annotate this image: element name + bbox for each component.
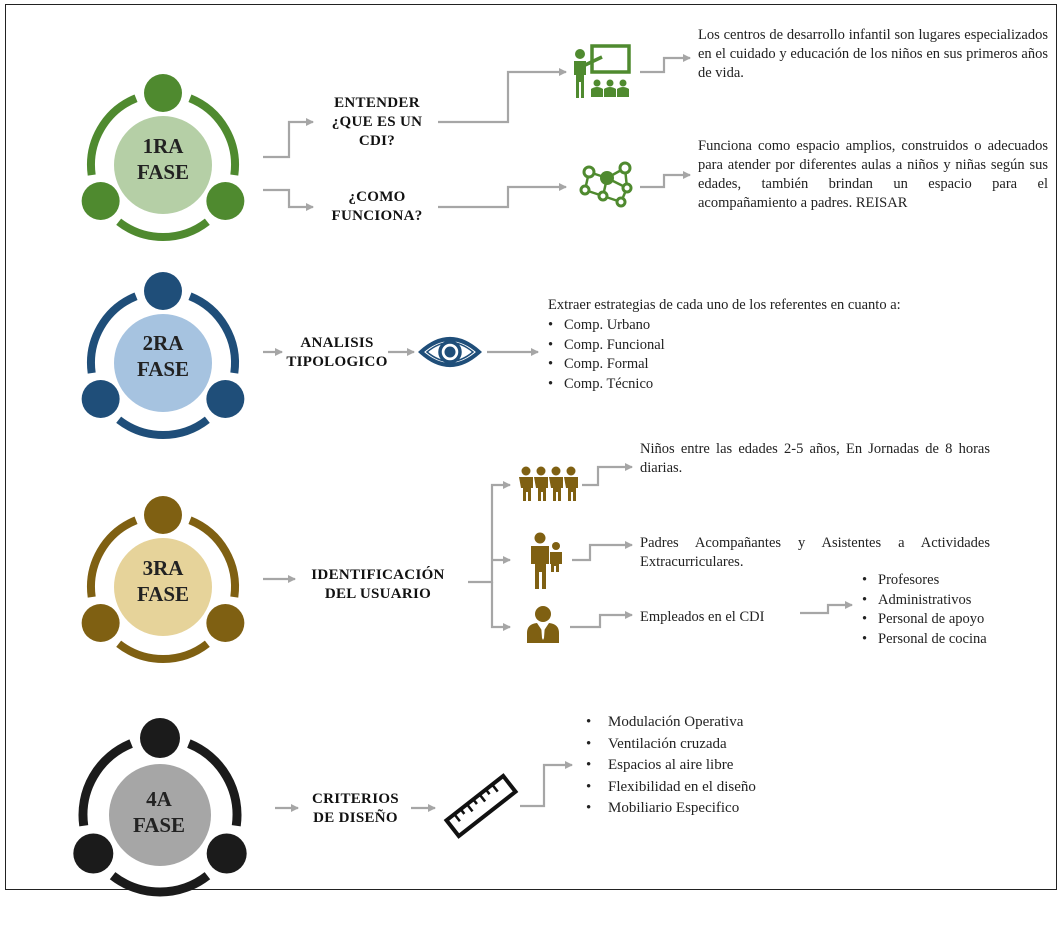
- phase4-title: 4A FASE: [132, 787, 186, 837]
- badge-arc: [78, 739, 133, 827]
- eye-icon: [418, 337, 482, 367]
- badge-node: [206, 833, 247, 874]
- employee-icon: [527, 606, 559, 643]
- arrow-p1-icon1: [438, 68, 567, 124]
- phase3-step-label: IDENTIFICACIÓN DEL USUARIO: [311, 567, 445, 602]
- list-item: Personal de cocina: [862, 630, 987, 650]
- list-item: Comp. Urbano: [548, 316, 665, 336]
- arrow-p4-list: [520, 761, 573, 808]
- list-item: Profesores: [862, 571, 987, 591]
- children-group-icon: [519, 466, 578, 501]
- phase2-intro: Extraer estrategias de cada uno de los r…: [548, 297, 901, 313]
- badge-node: [81, 182, 120, 220]
- list-item: Espacios al aire libre: [586, 755, 756, 777]
- arrow-p3-desc3: [570, 611, 633, 629]
- badge-node: [144, 272, 182, 310]
- phase1-step2-label: ¿COMO FUNCIONA?: [331, 189, 423, 224]
- phase4-step-label: CRITERIOS DE DISEÑO: [312, 791, 399, 826]
- arrow-p1-step1: [263, 118, 314, 159]
- badge-arc: [188, 94, 239, 176]
- badge-center: [114, 538, 212, 636]
- badge-arc: [87, 516, 138, 598]
- badge-arc: [116, 416, 210, 439]
- badge-center: [114, 314, 212, 412]
- badge-arc: [87, 94, 138, 176]
- badge-arc: [116, 218, 210, 241]
- arrow-p3-icon3: [490, 582, 511, 631]
- phase2-title: 2RA FASE: [136, 331, 190, 381]
- list-item: Flexibilidad en el diseño: [586, 777, 756, 799]
- badge-center: [114, 116, 212, 214]
- phase2-list: Comp. Urbano Comp. Funcional Comp. Forma…: [548, 316, 665, 394]
- badge-node: [81, 380, 120, 418]
- list-item: Comp. Funcional: [548, 336, 665, 356]
- phase3-desc2: Padres Acompañantes y Asistentes a Activ…: [640, 535, 990, 570]
- list-item: Comp. Formal: [548, 355, 665, 375]
- phase3-title: 3RA FASE: [136, 556, 190, 606]
- badge-node: [144, 496, 182, 534]
- phase1-title: 1RA FASE: [136, 134, 190, 184]
- arrow-p3-staff: [800, 601, 853, 615]
- phase4-list: Modulación Operativa Ventilación cruzada…: [586, 712, 756, 820]
- list-item: Ventilación cruzada: [586, 734, 756, 756]
- phase3-badge: [81, 496, 245, 663]
- list-item: Personal de apoyo: [862, 610, 987, 630]
- arrow-p3-icon1: [468, 481, 511, 584]
- phase4-badge: [73, 718, 247, 897]
- badge-arc: [188, 516, 239, 598]
- badge-arc: [187, 739, 242, 827]
- list-item: Modulación Operativa: [586, 712, 756, 734]
- phase1-desc2: Funciona como espacio amplios, construid…: [698, 138, 1048, 211]
- badge-arc: [87, 292, 138, 374]
- badge-node: [144, 74, 182, 112]
- phase3-desc3: Empleados en el CDI: [640, 609, 765, 625]
- phase1-desc1: Los centros de desarrollo infantil son l…: [698, 27, 1048, 81]
- phase3-desc1: Niños entre las edades 2-5 años, En Jorn…: [640, 441, 990, 476]
- teacher-presentation-icon: [574, 44, 631, 98]
- arrow-p3-desc2: [572, 541, 633, 562]
- arrow-p1-desc1: [640, 54, 691, 74]
- badge-arc: [109, 872, 211, 897]
- phase1-badge: [81, 74, 245, 241]
- arrow-p1-desc2: [640, 171, 691, 189]
- network-nodes-icon: [579, 161, 633, 208]
- badge-center: [109, 764, 211, 866]
- parent-child-icon: [531, 532, 562, 589]
- badge-node: [206, 604, 245, 642]
- arrow-p1-step2: [263, 188, 314, 211]
- badge-arc: [116, 640, 210, 663]
- arrow-p1-icon2: [438, 183, 567, 209]
- phase2-step-label: ANALISIS TIPOLOGICO: [286, 335, 388, 370]
- phase1-step1-label: ENTENDER ¿QUE ES UN CDI?: [331, 95, 423, 149]
- arrow-p3-desc1: [582, 463, 633, 487]
- phase2-badge: [81, 272, 245, 439]
- list-item: Administrativos: [862, 591, 987, 611]
- diagram-frame: [5, 4, 1057, 890]
- list-item: Mobiliario Especifico: [586, 798, 756, 820]
- badge-node: [140, 718, 180, 758]
- ruler-icon: [443, 773, 519, 839]
- badge-node: [81, 604, 120, 642]
- phase3-staff-list: Profesores Administrativos Personal de a…: [862, 571, 987, 649]
- badge-node: [206, 380, 245, 418]
- list-item: Comp. Técnico: [548, 375, 665, 395]
- badge-node: [73, 833, 114, 874]
- badge-arc: [188, 292, 239, 374]
- connector-arrows: [263, 54, 853, 812]
- badge-node: [206, 182, 245, 220]
